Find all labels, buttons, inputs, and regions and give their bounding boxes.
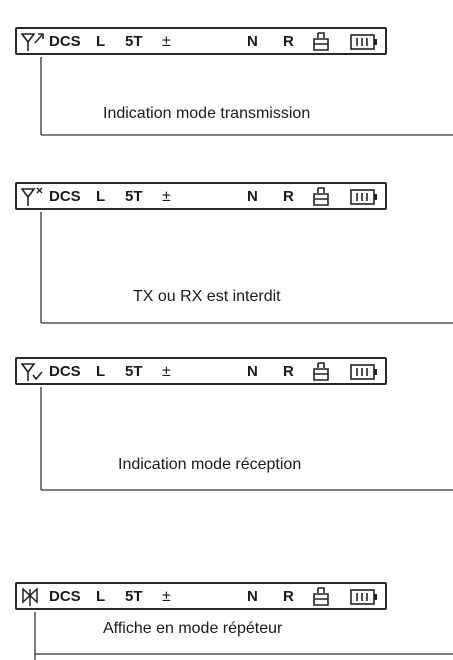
lcd-step: 5T (125, 33, 143, 50)
lcd-mode: DCS (49, 588, 81, 605)
caption-repeater: Affiche en mode répéteur (103, 620, 283, 637)
key-lock-icon (313, 362, 329, 381)
lcd-display: DCS L 5T ± N R (15, 182, 387, 210)
lcd-power: L (96, 33, 106, 50)
lcd-step: 5T (125, 363, 143, 380)
lcd-step: 5T (125, 188, 143, 205)
lcd-shift: ± (162, 363, 171, 380)
battery-icon (350, 589, 377, 605)
lcd-narrow: N (247, 33, 258, 50)
lcd-shift: ± (162, 588, 171, 605)
lcd-mode: DCS (49, 363, 81, 380)
lcd-narrow: N (247, 188, 258, 205)
lcd-shift: ± (162, 188, 171, 205)
battery-icon (350, 189, 377, 205)
lcd-mode: DCS (49, 188, 81, 205)
lcd-power: L (96, 363, 106, 380)
antenna-forbidden-x-icon (21, 187, 43, 206)
lcd-narrow: N (247, 588, 258, 605)
lcd-shift: ± (162, 33, 171, 50)
lcd-mode: DCS (49, 33, 81, 50)
lcd-reverse: R (283, 33, 294, 50)
lcd-display: DCS L 5T ± N R (15, 357, 387, 385)
caption-receive: Indication mode réception (118, 456, 302, 473)
lcd-reverse: R (283, 588, 294, 605)
lcd-narrow: N (247, 363, 258, 380)
lcd-reverse: R (283, 363, 294, 380)
antenna-repeater-icon (22, 587, 38, 606)
battery-icon (350, 34, 377, 50)
lcd-power: L (96, 188, 106, 205)
antenna-transmit-arrow-icon (21, 33, 44, 51)
lcd-step: 5T (125, 588, 143, 605)
key-lock-icon (313, 587, 329, 606)
battery-icon (350, 364, 377, 380)
antenna-receive-check-icon (21, 363, 43, 381)
caption-forbidden: TX ou RX est interdit (133, 288, 281, 305)
lcd-reverse: R (283, 188, 294, 205)
key-lock-icon (313, 32, 329, 51)
lcd-display: DCS L 5T ± N R (15, 582, 387, 610)
caption-transmit: Indication mode transmission (103, 105, 311, 122)
key-lock-icon (313, 187, 329, 206)
lcd-power: L (96, 588, 106, 605)
lcd-display: DCS L 5T ± N R (15, 27, 387, 55)
